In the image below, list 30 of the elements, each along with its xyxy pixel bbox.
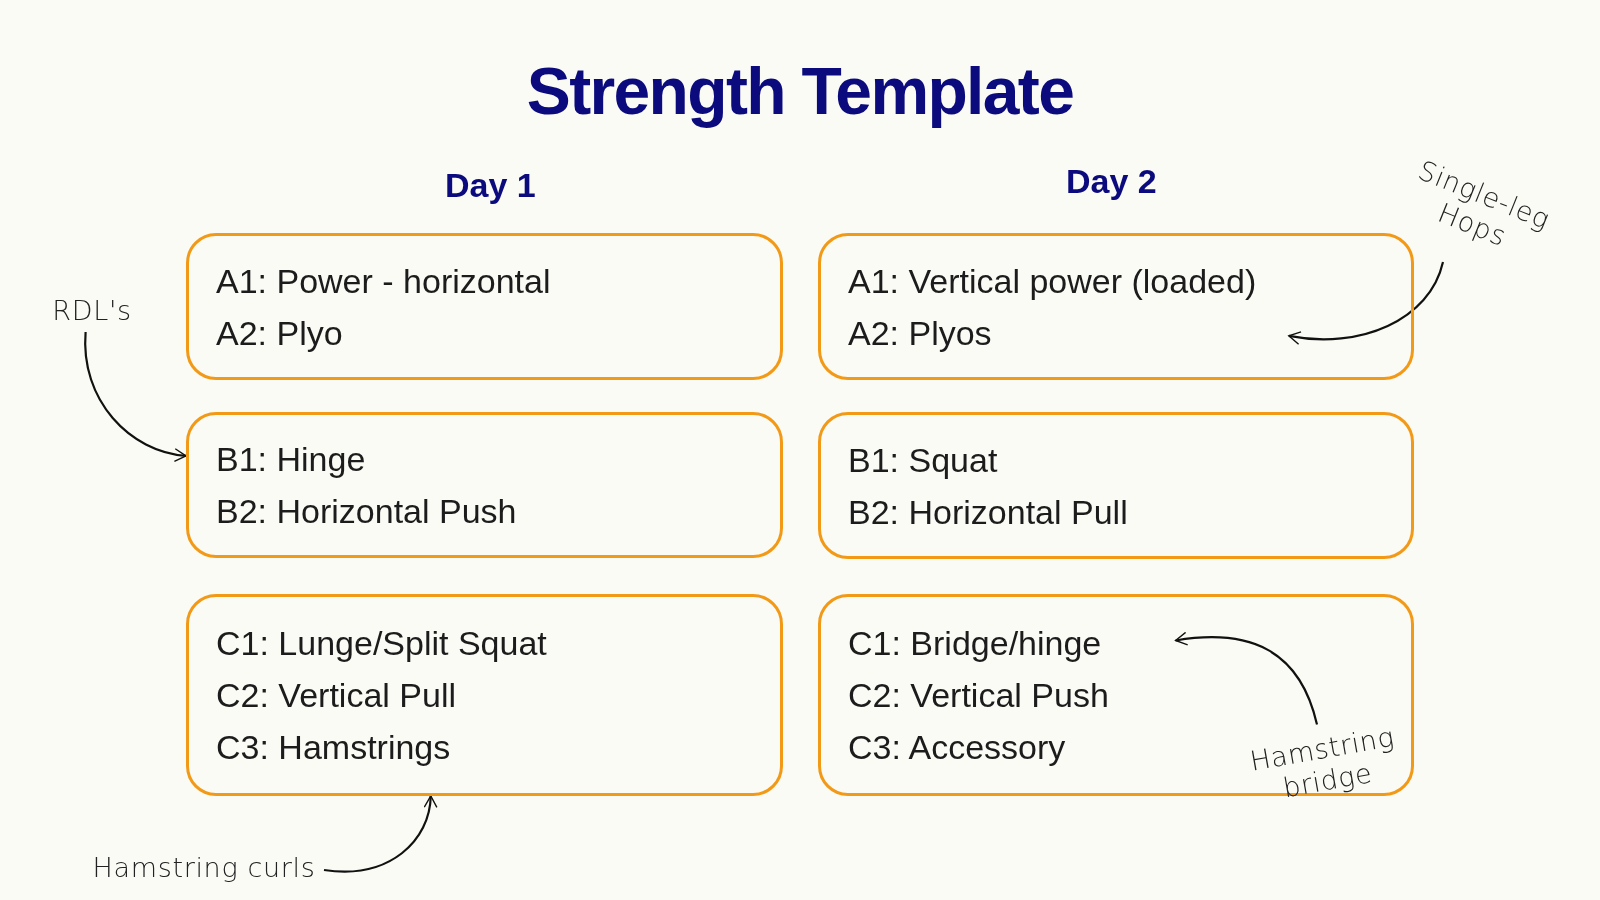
exercise-line: C1: Lunge/Split Squat <box>216 623 547 664</box>
exercise-line: B1: Hinge <box>216 439 366 480</box>
exercise-box <box>818 233 1414 380</box>
exercise-line: A1: Power - horizontal <box>216 260 551 302</box>
exercise-line: B1: Squat <box>848 439 998 481</box>
arrow <box>323 795 437 873</box>
exercise-line: A1: Vertical power (loaded) <box>848 260 1257 302</box>
title: Strength Template <box>526 53 1074 130</box>
exercise-line: B2: Horizontal Pull <box>848 491 1128 533</box>
handwritten-note: RDL's <box>52 294 132 328</box>
exercise-box <box>186 233 783 380</box>
exercise-line: A2: Plyos <box>848 312 992 354</box>
exercise-line: C1: Bridge/hinge <box>848 623 1102 664</box>
exercise-line: C3: Accessory <box>848 727 1066 768</box>
exercise-line: A2: Plyo <box>216 312 343 354</box>
exercise-line: C2: Vertical Pull <box>216 675 456 716</box>
arrow <box>84 332 187 462</box>
exercise-box <box>818 412 1414 559</box>
column-heading: Day 1 <box>445 165 536 206</box>
exercise-box <box>186 412 783 558</box>
arrow <box>1174 632 1319 725</box>
exercise-box <box>818 594 1414 796</box>
exercise-line: B2: Horizontal Push <box>216 491 517 532</box>
handwritten-note: Hamstring bridge <box>1246 719 1398 806</box>
exercise-box <box>186 594 783 796</box>
exercise-line: C3: Hamstrings <box>216 727 451 768</box>
column-heading: Day 2 <box>1066 161 1157 202</box>
handwritten-note: Hamstring curls <box>92 851 316 885</box>
exercise-line: C2: Vertical Push <box>848 675 1109 716</box>
arrow <box>1288 261 1445 345</box>
